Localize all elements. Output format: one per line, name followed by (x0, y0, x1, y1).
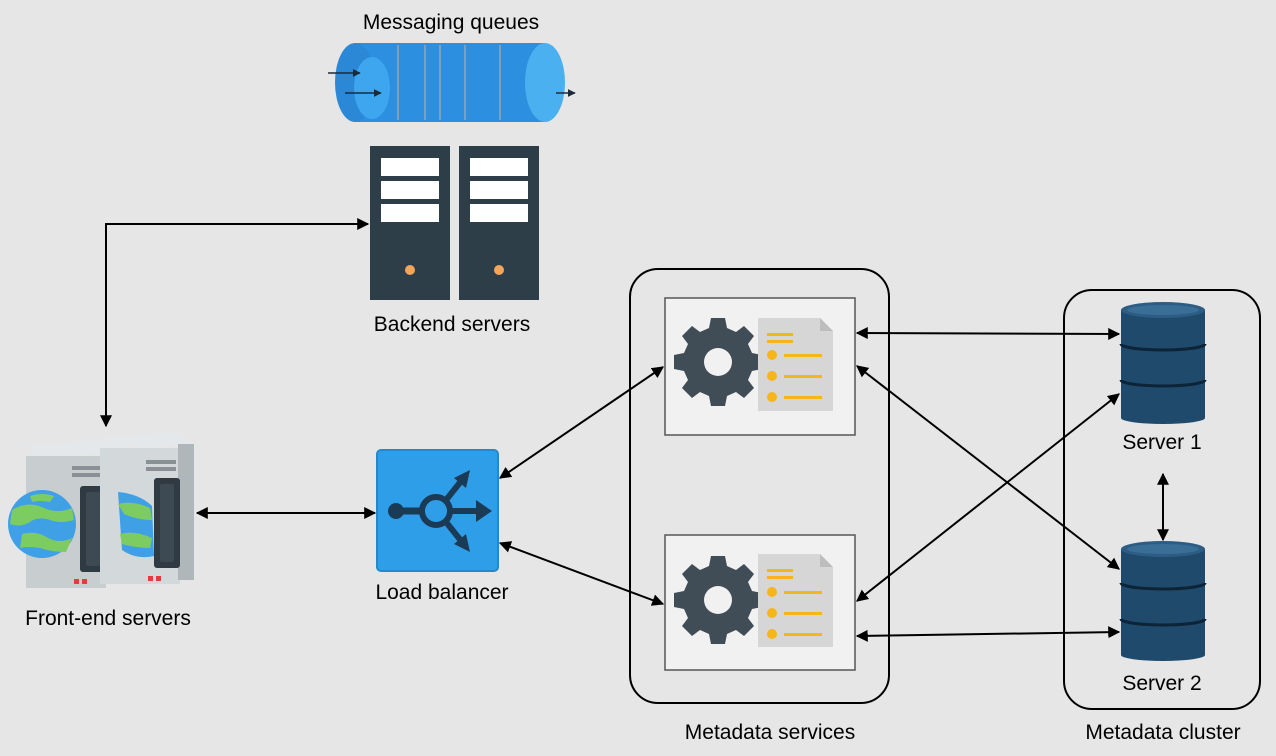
database-server-1-icon (1119, 302, 1207, 424)
document-icon (758, 318, 833, 411)
load-balancer-icon (376, 449, 499, 572)
connector-loadbalancer-meta2 (498, 541, 665, 606)
connector-loadbalancer-meta1 (499, 366, 664, 479)
messaging-queues-label: Messaging queues (362, 11, 540, 34)
gear-icon (674, 556, 762, 644)
connector-frontend-backend (100, 218, 370, 428)
metadata-cluster-label: Metadata cluster (1085, 721, 1241, 744)
connectors (100, 218, 1169, 642)
server-2-label: Server 2 (1122, 672, 1202, 695)
frontend-servers-icon (8, 432, 194, 588)
load-balancer-label: Load balancer (375, 581, 509, 604)
document-icon (758, 554, 833, 647)
connector-meta1-server2 (856, 365, 1120, 570)
metadata-service-1-box (664, 297, 856, 436)
frontend-servers-label: Front-end servers (25, 607, 191, 630)
messaging-queue-icon (328, 43, 576, 122)
metadata-service-2-box (664, 534, 856, 671)
database-server-2-icon (1119, 541, 1207, 661)
gear-icon (674, 318, 762, 406)
connector-meta2-server2 (855, 626, 1121, 642)
connector-meta1-server1 (855, 327, 1121, 340)
backend-servers-label: Backend servers (373, 313, 531, 336)
metadata-services-label: Metadata services (684, 721, 856, 744)
backend-servers-icon (370, 146, 539, 300)
connector-meta2-server1 (856, 393, 1120, 602)
server-1-label: Server 1 (1122, 431, 1202, 454)
